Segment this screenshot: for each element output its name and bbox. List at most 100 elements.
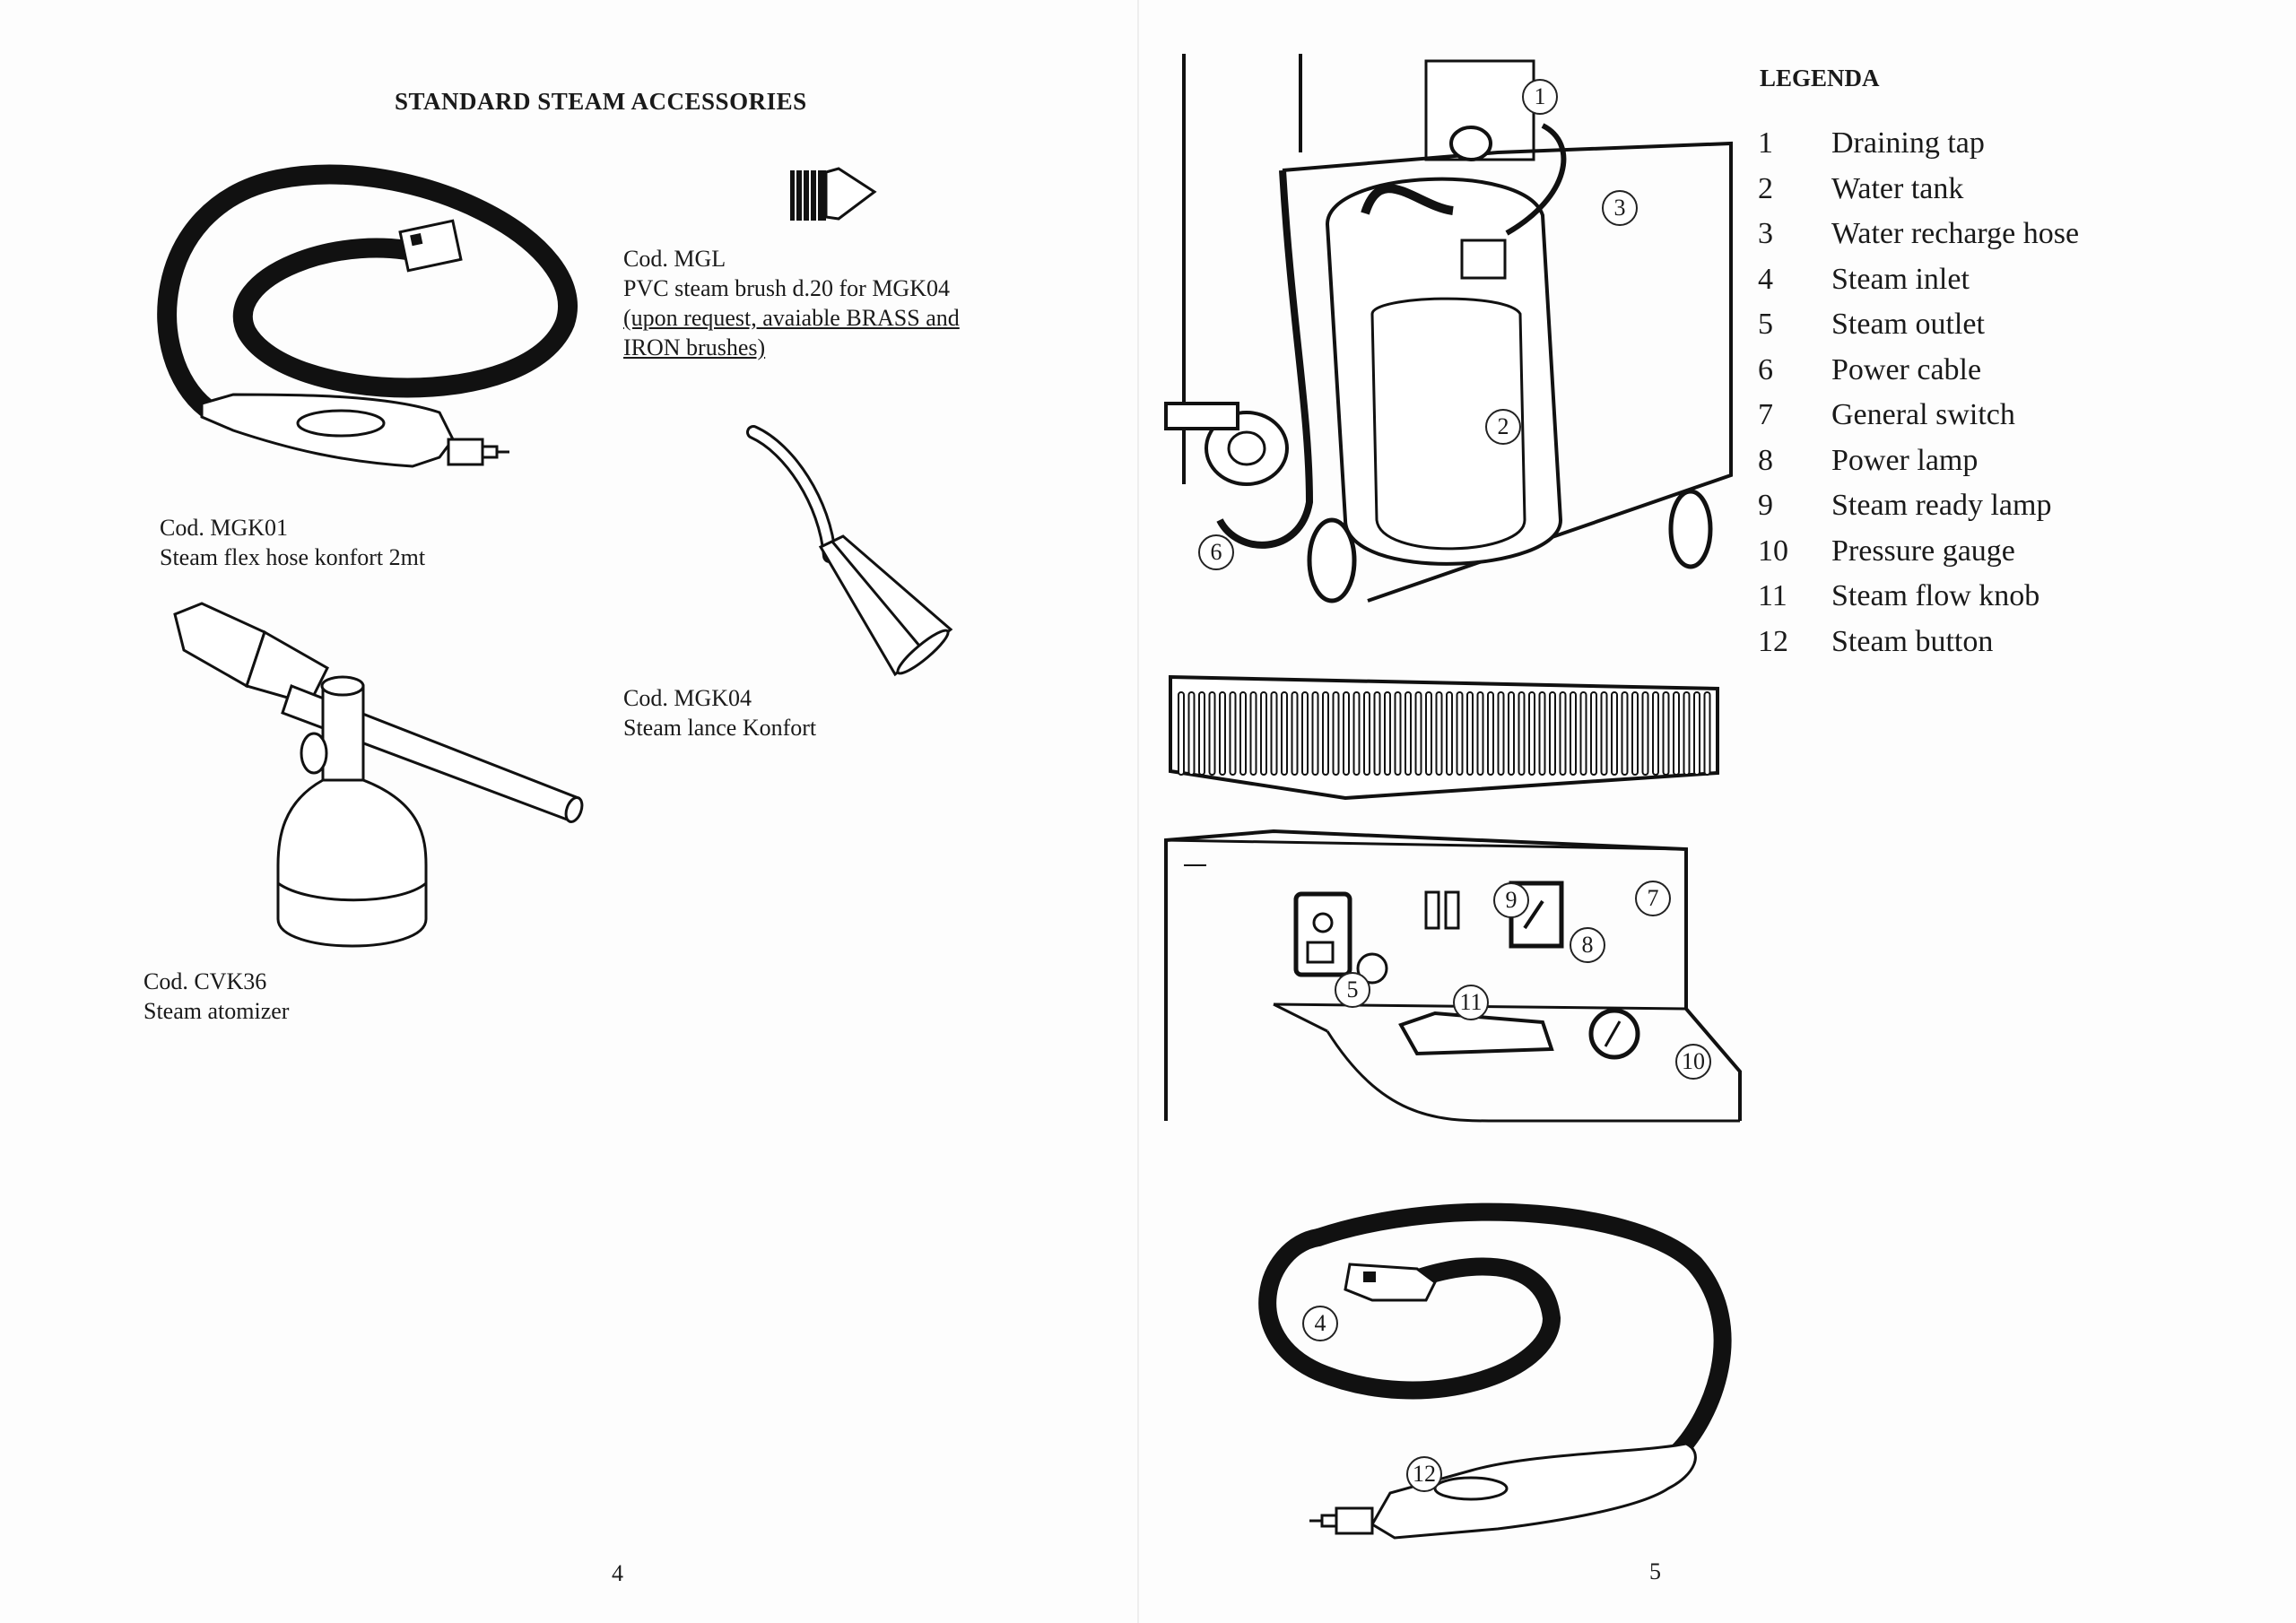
accessory-mgk04-caption: Cod. MGK04 Steam lance Konfort [623,683,816,742]
grille-slot [1631,691,1639,776]
grille-slot [1579,691,1587,776]
grille-slot [1683,691,1691,776]
legend-item: 5 Steam outlet [1758,302,2079,348]
legend-number: 7 [1758,398,1773,432]
machine-rear-view-illustration [1164,54,1733,603]
accessory-mgl-caption: Cod. MGL PVC steam brush d.20 for MGK04 … [623,244,960,362]
legend-number: 3 [1758,217,1773,251]
steam-brush-illustration [790,167,877,221]
callout-8: 8 [1570,927,1605,963]
legend-item: 9 Steam ready lamp [1758,483,2079,529]
grille-slot [1600,691,1608,776]
grille-slot [1476,691,1484,776]
callout-12: 12 [1406,1456,1442,1492]
legend-label: General switch [1831,398,2015,432]
grille-slot [1178,691,1185,776]
grille-slot [1208,691,1216,776]
steam-hose-bottom-illustration [1258,1202,1732,1540]
callout-1: 1 [1522,79,1558,115]
callout-10: 10 [1675,1044,1711,1080]
callout-5: 5 [1335,972,1370,1008]
grille-slot [1508,691,1515,776]
grille-slot [1435,691,1443,776]
machine-grille-illustration [1169,674,1719,801]
legend-item: 7 General switch [1758,393,2079,438]
legend-label: Steam flow knob [1831,579,2040,613]
legend-number: 12 [1758,624,1788,658]
grille-slot [1559,691,1567,776]
legend-item: 11 Steam flow knob [1758,574,2079,620]
legend-number: 5 [1758,308,1773,342]
grille-slot [1394,691,1402,776]
accessory-code: Cod. MGK01 [160,515,289,541]
grille-slot [1446,691,1453,776]
grille-slot [1332,691,1340,776]
page-heading: STANDARD STEAM ACCESSORIES [395,88,807,115]
grille-slot [1425,691,1432,776]
steam-hose-illustration [157,164,578,468]
grille-slot [1239,691,1247,776]
accessory-code: Cod. MGK04 [623,685,752,711]
grille-slot [1456,691,1464,776]
accessory-cvk36-caption: Cod. CVK36 Steam atomizer [144,967,289,1026]
accessory-description: Steam flex hose konfort 2mt [160,544,426,570]
left-page: STANDARD STEAM ACCESSORIES Cod. MGK01 St… [0,0,1139,1623]
legend-number: 11 [1758,579,1787,613]
grille-slot [1384,691,1391,776]
legend-number: 2 [1758,171,1773,205]
grille-slot [1549,691,1556,776]
legend-number: 8 [1758,443,1773,477]
page-gutter [1137,0,1139,1623]
grille-slot [1590,691,1597,776]
legend-label: Draining tap [1831,126,1985,161]
callout-11: 11 [1453,985,1489,1020]
grille-slot [1301,691,1309,776]
grille-slot [1497,691,1505,776]
grille-slot [1641,691,1649,776]
grille-slot [1322,691,1329,776]
legend-label: Steam outlet [1831,308,1985,342]
legend-title: LEGENDA [1760,65,1880,91]
grille-slot [1611,691,1618,776]
grille-slot [1373,691,1381,776]
accessory-description: Steam atomizer [144,998,290,1024]
grille-slot [1198,691,1205,776]
legend-label: Water recharge hose [1831,217,2080,251]
legend-number: 1 [1758,126,1773,161]
accessory-note: (upon request, avaiable BRASS and [623,305,960,331]
page-number: 5 [1649,1558,1661,1584]
accessory-code: Cod. MGL [623,246,726,272]
callout-9: 9 [1493,882,1529,918]
legend-item: 3 Water recharge hose [1758,212,2079,257]
accessory-mgk01-caption: Cod. MGK01 Steam flex hose konfort 2mt [160,513,425,572]
legend-label: Power cable [1831,352,1982,386]
legend-label: Water tank [1831,171,1964,205]
steam-atomizer-illustration [173,602,584,948]
callout-2: 2 [1485,409,1521,445]
legend-list: 1 Draining tap 2 Water tank 3 Water recharg… [1758,121,2079,664]
page-number: 4 [612,1560,623,1586]
grille-slot [1570,691,1577,776]
grille-slot [1229,691,1237,776]
grille-slot [1528,691,1535,776]
grille-slot [1343,691,1350,776]
grille-slot [1538,691,1546,776]
legend-item: 2 Water tank [1758,167,2079,213]
legend-label: Steam ready lamp [1831,489,2052,523]
grille-slot [1363,691,1370,776]
callout-3: 3 [1602,190,1638,226]
grille-slot [1291,691,1299,776]
legend-number: 9 [1758,489,1773,523]
callout-6: 6 [1198,534,1234,570]
grille-slot [1414,691,1422,776]
accessory-description: PVC steam brush d.20 for MGK04 [623,275,950,301]
grille-slot [1621,691,1629,776]
accessory-description: Steam lance Konfort [623,715,817,741]
grille-slot [1703,691,1711,776]
legend-number: 10 [1758,534,1788,568]
